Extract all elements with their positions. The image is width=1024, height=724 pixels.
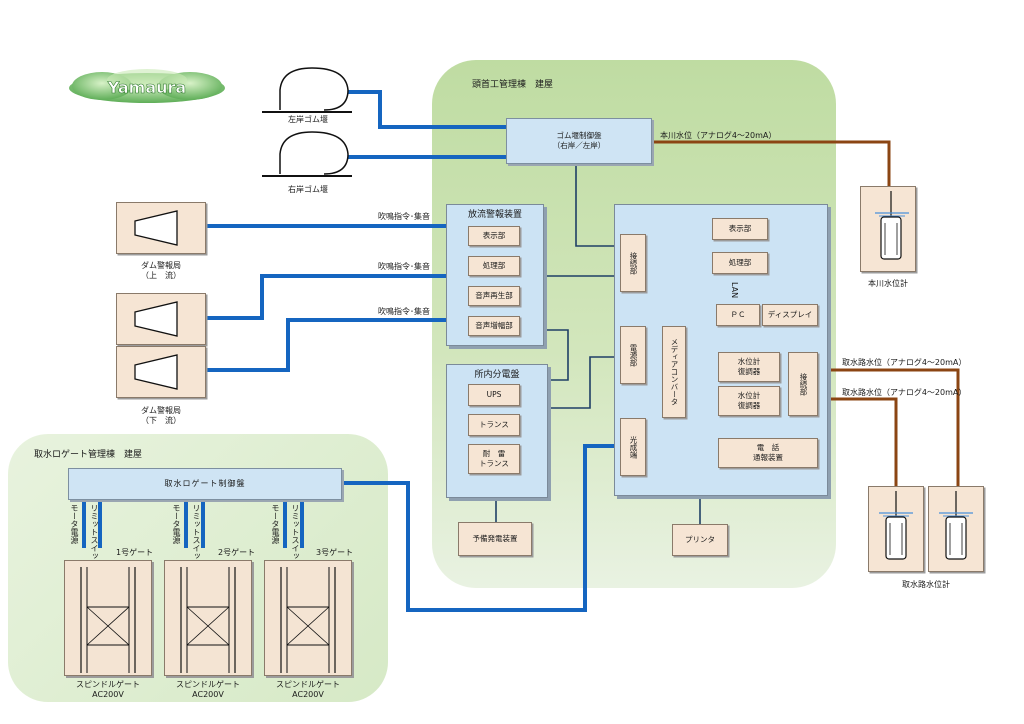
- alarm-audio-playback-unit[interactable]: 音声再生部: [468, 286, 520, 306]
- gate3-power: AC200V: [292, 690, 324, 699]
- demodulator-1-line1: 水位計: [737, 357, 761, 366]
- gate1-limit-label: リミットスイッチ: [90, 504, 99, 568]
- water-level-demodulator-2[interactable]: 水位計 復調器: [718, 386, 780, 416]
- gate-3-graphic: [280, 567, 336, 673]
- head-building-title: 頭首工管理棟 建屋: [472, 80, 554, 90]
- display-monitor-unit[interactable]: ディスプレイ: [762, 304, 818, 326]
- warning-station-downstream-line1: ダム警報局: [141, 406, 181, 415]
- signal-label-upstream: 吹鳴指令･集音: [378, 212, 430, 221]
- right-dam-label: 右岸ゴム堰: [288, 185, 328, 194]
- telephone-line2: 通報装置: [753, 453, 783, 462]
- lightning-transformer-unit[interactable]: 耐 雷 トランス: [468, 444, 520, 474]
- alarm-processing-unit[interactable]: 処理部: [468, 256, 520, 276]
- signal-label-downstream-b: 吹鳴指令･集音: [378, 307, 430, 316]
- speaker-icon: [134, 210, 178, 246]
- gate-1[interactable]: [64, 560, 152, 676]
- gate1-power: AC200V: [92, 690, 124, 699]
- gate-1-graphic: [80, 567, 136, 673]
- logo-text: Yamaura: [107, 78, 186, 97]
- lan-label: LAN: [730, 282, 739, 299]
- gate2-type: スピンドルゲート: [176, 680, 240, 689]
- river-level-signal-label: 本川水位（アナログ4～20mA）: [660, 131, 777, 140]
- gate2-limit-label: リミットスイッチ: [192, 504, 201, 568]
- intake-building-title: 取水ロゲート管理棟 建屋: [34, 450, 143, 460]
- gate2-name: 2号ゲート: [218, 548, 256, 557]
- gate3-limit-label: リミットスイッチ: [291, 504, 300, 568]
- right-dam-icon: [262, 131, 352, 177]
- discharge-alarm-title: 放流警報装置: [467, 210, 522, 220]
- gate-2-graphic: [180, 567, 236, 673]
- panel-processing-unit[interactable]: 処理部: [712, 252, 768, 274]
- connection-unit-left[interactable]: 接続部: [620, 234, 646, 292]
- lightning-transformer-line2: トランス: [479, 459, 509, 468]
- left-dam-label: 左岸ゴム堰: [288, 115, 328, 124]
- warning-station-downstream-b[interactable]: [116, 346, 206, 398]
- water-level-demodulator-1[interactable]: 水位計 復調器: [718, 352, 780, 382]
- alarm-display-unit[interactable]: 表示部: [468, 226, 520, 246]
- speaker-icon: [134, 354, 178, 390]
- gate3-name: 3号ゲート: [316, 548, 354, 557]
- gate-2[interactable]: [164, 560, 252, 676]
- warning-station-upstream-line1: ダム警報局: [141, 261, 181, 270]
- lightning-transformer-line1: 耐 雷: [482, 449, 506, 458]
- backup-generator[interactable]: 予備発電装置: [458, 522, 532, 556]
- gate3-motor-label: モータ電源: [271, 504, 280, 544]
- intake-level-meter-1[interactable]: [868, 486, 924, 572]
- distribution-board-title: 所内分電盤: [474, 370, 520, 380]
- connection-unit-right[interactable]: 接続部: [788, 352, 818, 416]
- optical-termination-unit[interactable]: 光成端: [620, 418, 646, 476]
- intake-gate-control-panel[interactable]: 取水ロゲート制御盤: [68, 468, 342, 500]
- rubber-weir-panel-line1: ゴム堰制御盤: [556, 131, 602, 140]
- telephone-line1: 電 話: [756, 443, 780, 452]
- gate1-type: スピンドルゲート: [76, 680, 140, 689]
- ups-unit[interactable]: UPS: [468, 384, 520, 406]
- river-level-meter-graphic: [875, 191, 909, 260]
- warning-station-upstream[interactable]: [116, 202, 206, 254]
- intake-level-signal-2: 取水路水位（アナログ4～20mA）: [842, 388, 967, 397]
- gate3-type: スピンドルゲート: [276, 680, 340, 689]
- gate1-name: 1号ゲート: [116, 548, 154, 557]
- transformer-unit[interactable]: トランス: [468, 414, 520, 436]
- intake-level-signal-1: 取水路水位（アナログ4～20mA）: [842, 358, 967, 367]
- rubber-weir-control-panel[interactable]: ゴム堰制御盤 （右岸／左岸）: [506, 118, 652, 164]
- intake-level-meter-2[interactable]: [928, 486, 984, 572]
- power-supply-unit[interactable]: 電源部: [620, 326, 646, 384]
- gate2-power: AC200V: [192, 690, 224, 699]
- warning-station-downstream-line2: （下 流）: [141, 416, 181, 425]
- demodulator-2-line1: 水位計: [737, 391, 761, 400]
- yamaura-logo: Yamaura: [69, 69, 225, 103]
- river-level-meter-label: 本川水位計: [868, 279, 908, 288]
- alarm-audio-amplifier-unit[interactable]: 音声増幅部: [468, 316, 520, 336]
- rubber-weir-panel-line2: （右岸／左岸）: [552, 141, 606, 150]
- gate2-motor-label: モータ電源: [172, 504, 181, 544]
- intake-level-meter-2-graphic: [939, 491, 973, 560]
- pc-unit[interactable]: ＰＣ: [716, 304, 760, 326]
- panel-display-unit[interactable]: 表示部: [712, 218, 768, 240]
- intake-level-meter-label: 取水路水位計: [902, 580, 950, 589]
- printer[interactable]: プリンタ: [672, 524, 728, 556]
- signal-label-downstream-a: 吹鳴指令･集音: [378, 262, 430, 271]
- gate1-motor-label: モータ電源: [70, 504, 79, 544]
- gate-3[interactable]: [264, 560, 352, 676]
- telephone-notification-unit[interactable]: 電 話 通報装置: [718, 438, 818, 468]
- demodulator-2-line2: 復調器: [737, 401, 761, 410]
- demodulator-1-line2: 復調器: [737, 367, 761, 376]
- speaker-icon: [134, 301, 178, 337]
- media-converter-unit[interactable]: メディアコンバータ: [662, 326, 686, 418]
- warning-station-downstream-a[interactable]: [116, 293, 206, 345]
- left-dam-icon: [262, 67, 352, 113]
- warning-station-upstream-line2: （上 流）: [141, 271, 181, 280]
- intake-level-meter-1-graphic: [879, 491, 913, 560]
- river-level-meter[interactable]: [860, 186, 916, 272]
